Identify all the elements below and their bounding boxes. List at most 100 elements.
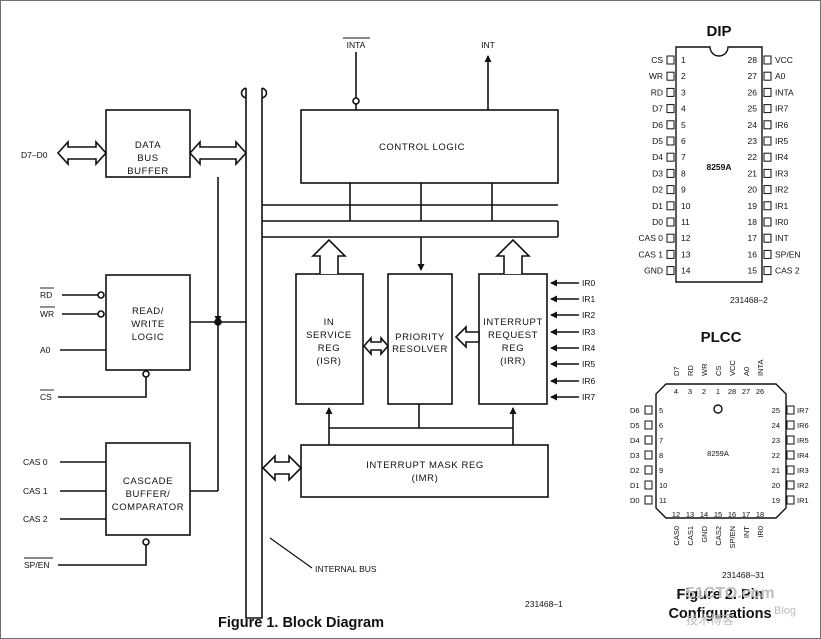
block-diagram	[56, 52, 579, 619]
dip-chip-label: 8259A	[706, 162, 731, 172]
plcc-bottom-number-12: 12	[672, 510, 680, 519]
priority-resolver-label-2: RESOLVER	[392, 344, 448, 355]
dip-pin-name-d7: D7	[652, 104, 663, 114]
plcc-pin-7	[644, 435, 653, 445]
plcc-pin-22	[786, 450, 795, 460]
dip-pin-number-18: 18	[748, 217, 758, 227]
rw-logic-label-2: WRITE	[131, 319, 165, 330]
plcc-left-name-d1: D1	[630, 481, 640, 490]
dip-title: DIP	[706, 23, 731, 40]
dip-pin-8	[666, 168, 675, 178]
plcc-right-name-ir6: IR6	[797, 421, 809, 430]
ir0-label: IR0	[582, 278, 596, 288]
dip-pin-6	[666, 136, 675, 146]
plcc-bottom-number-16: 16	[728, 510, 736, 519]
dip-pin-16	[763, 249, 772, 259]
imr-block	[300, 444, 549, 498]
plcc-left-number-5: 5	[659, 406, 663, 415]
internal-bus-horizontal	[262, 204, 558, 238]
plcc-left-name-d0: D0	[630, 496, 640, 505]
dip-pin-12	[666, 233, 675, 243]
plcc-top-name-vcc: VCC	[728, 360, 737, 376]
dip-pin-5	[666, 120, 675, 130]
plcc-right-name-ir7: IR7	[797, 406, 809, 415]
rd-label: RD	[40, 290, 52, 300]
internal-bus-vertical	[245, 88, 263, 619]
plcc-left-number-11: 11	[659, 496, 667, 505]
cas1-label: CAS 1	[23, 486, 48, 496]
plcc-right-name-ir4: IR4	[797, 451, 809, 460]
dip-pin-name-ir0: IR0	[775, 217, 789, 227]
plcc-pin-6	[644, 420, 653, 430]
dip-pin-number-23: 23	[748, 136, 758, 146]
dip-pin-number-13: 13	[681, 249, 691, 259]
dip-pin-20	[763, 185, 772, 195]
ir2-label: IR2	[582, 310, 596, 320]
plcc-top-number-26: 26	[756, 387, 764, 396]
plcc-left-number-10: 10	[659, 481, 667, 490]
dip-pin-number-28: 28	[748, 55, 758, 65]
dip-pin-name-d0: D0	[652, 217, 663, 227]
dip-pin-name-d3: D3	[652, 168, 663, 178]
ir4-label: IR4	[582, 343, 596, 353]
plcc-pin-11	[644, 495, 653, 505]
dip-pin-name-d2: D2	[652, 185, 663, 195]
dip-pin-name-int: INT	[775, 233, 789, 243]
dip-pin-name-d6: D6	[652, 120, 663, 130]
plcc-pin-5	[644, 405, 653, 415]
plcc-pin-23	[786, 435, 795, 445]
plcc-pin-8	[644, 450, 653, 460]
dip-pin-4	[666, 104, 675, 114]
plcc-left-name-d6: D6	[630, 406, 640, 415]
dip-pin-number-6: 6	[681, 136, 686, 146]
dip-pin-name-a0: A0	[775, 71, 786, 81]
plcc-top-number-1: 1	[716, 387, 720, 396]
dip-pin-number-10: 10	[681, 201, 691, 211]
plcc-title: PLCC	[701, 329, 742, 346]
plcc-left-name-d4: D4	[630, 436, 640, 445]
ir5-label: IR5	[582, 359, 596, 369]
dip-package	[675, 46, 763, 283]
cascade-label-1: CASCADE	[123, 476, 173, 487]
dip-pin-3	[666, 87, 675, 97]
dip-pin-name-ir7: IR7	[775, 104, 789, 114]
dip-pin-name-d4: D4	[652, 152, 663, 162]
dip-pin-18	[763, 217, 772, 227]
watermark-subtext: 技术博客	[686, 612, 734, 627]
dip-pin-22	[763, 152, 772, 162]
plcc-chip-label: 8259A	[707, 449, 729, 458]
plcc-bottom-name-ir0: IR0	[756, 526, 765, 538]
a0-label: A0	[40, 345, 51, 355]
isr-label-1: IN	[324, 317, 335, 328]
ir-input-lines	[550, 279, 579, 401]
irr-label-4: (IRR)	[500, 356, 526, 367]
isr-label-2: SERVICE	[306, 330, 352, 341]
dip-pin-9	[666, 185, 675, 195]
plcc-left-number-7: 7	[659, 436, 663, 445]
plcc-right-number-23: 23	[772, 436, 780, 445]
dip-pin-name-cas-1: CAS 1	[638, 249, 663, 259]
data-bus-buffer-block	[105, 109, 191, 178]
plcc-bottom-name-sp-en: SP/EN	[728, 526, 737, 549]
plcc-right-number-19: 19	[772, 496, 780, 505]
dip-figure-number: 231468–2	[730, 295, 768, 305]
dip-pin-name-ir4: IR4	[775, 152, 789, 162]
data-signal-label: D7–D0	[21, 150, 48, 160]
dip-pin-number-27: 27	[748, 71, 758, 81]
dip-body	[675, 46, 763, 283]
dip-pin-number-5: 5	[681, 120, 686, 130]
dip-pin-28	[763, 55, 772, 65]
dip-pin-1	[666, 55, 675, 65]
dip-pin-21	[763, 168, 772, 178]
dip-pin-10	[666, 201, 675, 211]
dip-pin-number-12: 12	[681, 233, 691, 243]
plcc-top-name-rd: RD	[686, 365, 695, 376]
imr-label-1: INTERRUPT MASK REG	[366, 460, 484, 471]
sp-en-label: SP/EN	[24, 560, 50, 570]
block-diagram-caption: Figure 1. Block Diagram	[218, 615, 384, 631]
plcc-top-name-cs: CS	[714, 366, 723, 376]
dip-pin-number-25: 25	[748, 104, 758, 114]
dip-pin-name-ir6: IR6	[775, 120, 789, 130]
plcc-pin-9	[644, 465, 653, 475]
